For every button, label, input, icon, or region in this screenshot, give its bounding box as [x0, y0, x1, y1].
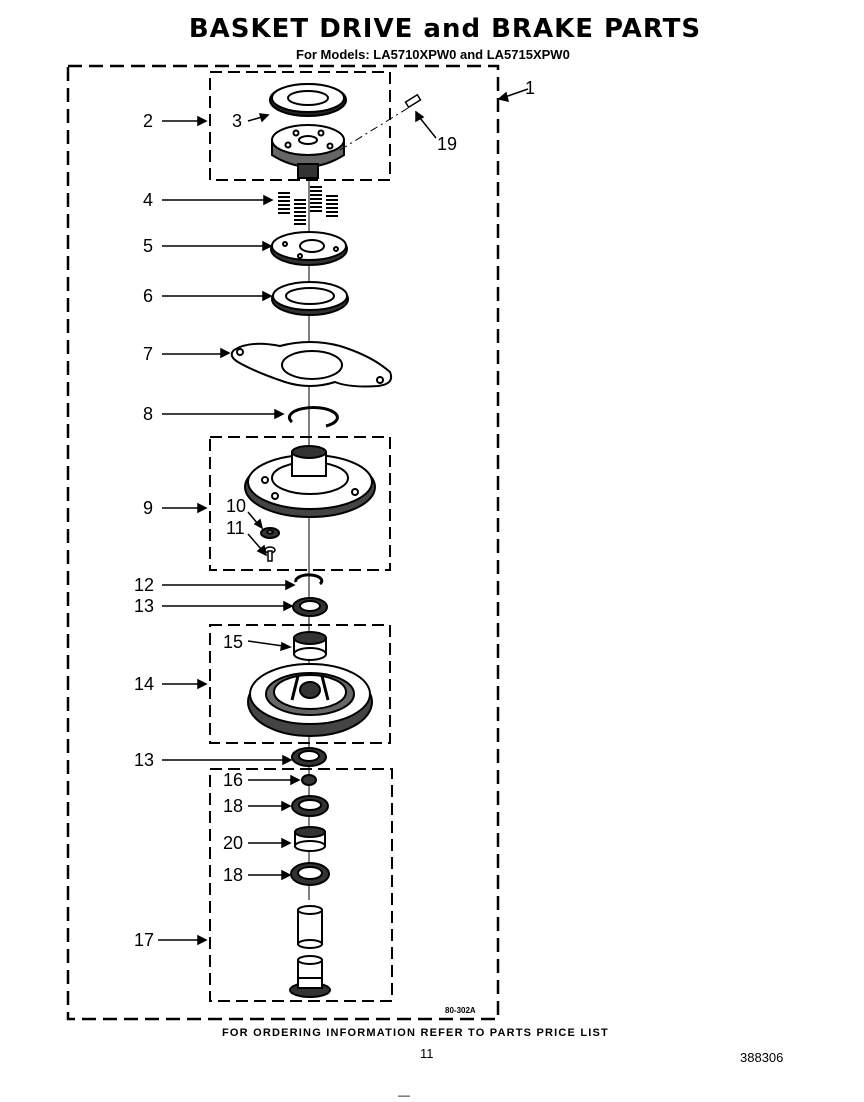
callout-2: 2: [143, 111, 153, 131]
callout-12: 12: [134, 575, 154, 595]
springs-part: [278, 186, 338, 225]
callout-17: 17: [134, 930, 154, 950]
brake-assembly-part: [244, 445, 376, 518]
bearing-13-upper-part: [292, 597, 328, 617]
callout-18-upper: 18: [223, 796, 243, 816]
callout-18-lower: 18: [223, 865, 243, 885]
callout-4: 4: [143, 190, 153, 210]
callout-16: 16: [223, 770, 243, 790]
clutch-bushing-part: [293, 631, 327, 661]
plate-part: [270, 231, 348, 266]
clutch-drive-part: [271, 124, 345, 179]
bearing-18-lower-part: [290, 862, 330, 886]
callout-6: 6: [143, 286, 153, 306]
callout-10: 10: [226, 496, 246, 516]
bearing-18-upper-part: [291, 795, 329, 817]
roll-pin-part: [339, 93, 422, 151]
screw-part: [264, 546, 276, 562]
ordering-note: FOR ORDERING INFORMATION REFER TO PARTS …: [222, 1027, 609, 1039]
callout-7: 7: [143, 344, 153, 364]
drawing-code: 80-302A: [445, 1006, 476, 1015]
callout-3: 3: [232, 111, 242, 131]
pulley-part: [247, 663, 373, 737]
document-number: 388306: [740, 1050, 784, 1065]
page-number: 11: [420, 1046, 434, 1061]
bottom-fragment: —: [398, 1088, 410, 1102]
subassembly-box-17: [209, 768, 393, 1002]
callout-1: 1: [525, 78, 535, 98]
retaining-ring-part: [287, 406, 339, 428]
drive-tube-part: [289, 905, 331, 998]
page-title: BASKET DRIVE and BRAKE PARTS: [188, 14, 702, 44]
mounting-bracket-part: [230, 341, 393, 388]
sleeve-part: [294, 826, 326, 852]
callout-9: 9: [143, 498, 153, 518]
washer-part: [260, 527, 280, 539]
callout-15: 15: [223, 632, 243, 652]
subassembly-box-9: [209, 436, 391, 571]
snap-ring-part: [294, 573, 324, 586]
models-subtitle: For Models: LA5710XPW0 and LA5715XPW0: [296, 47, 570, 62]
assembly-frame: [66, 64, 500, 1021]
callout-13-upper: 13: [134, 596, 154, 616]
bearing-13-lower-part: [291, 747, 327, 767]
callout-13-lower: 13: [134, 750, 154, 770]
callout-14: 14: [134, 674, 154, 694]
clutch-ring-part: [269, 83, 347, 117]
subassembly-box-14: [209, 624, 391, 744]
callout-19: 19: [437, 134, 457, 154]
callout-11: 11: [226, 518, 245, 538]
callout-20: 20: [223, 833, 243, 853]
bearing-ring-part: [271, 281, 349, 316]
callout-leaders: [158, 88, 529, 946]
callout-8: 8: [143, 404, 153, 424]
cam-part: [301, 774, 317, 786]
callout-5: 5: [143, 236, 153, 256]
subassembly-box-2: [209, 71, 391, 181]
